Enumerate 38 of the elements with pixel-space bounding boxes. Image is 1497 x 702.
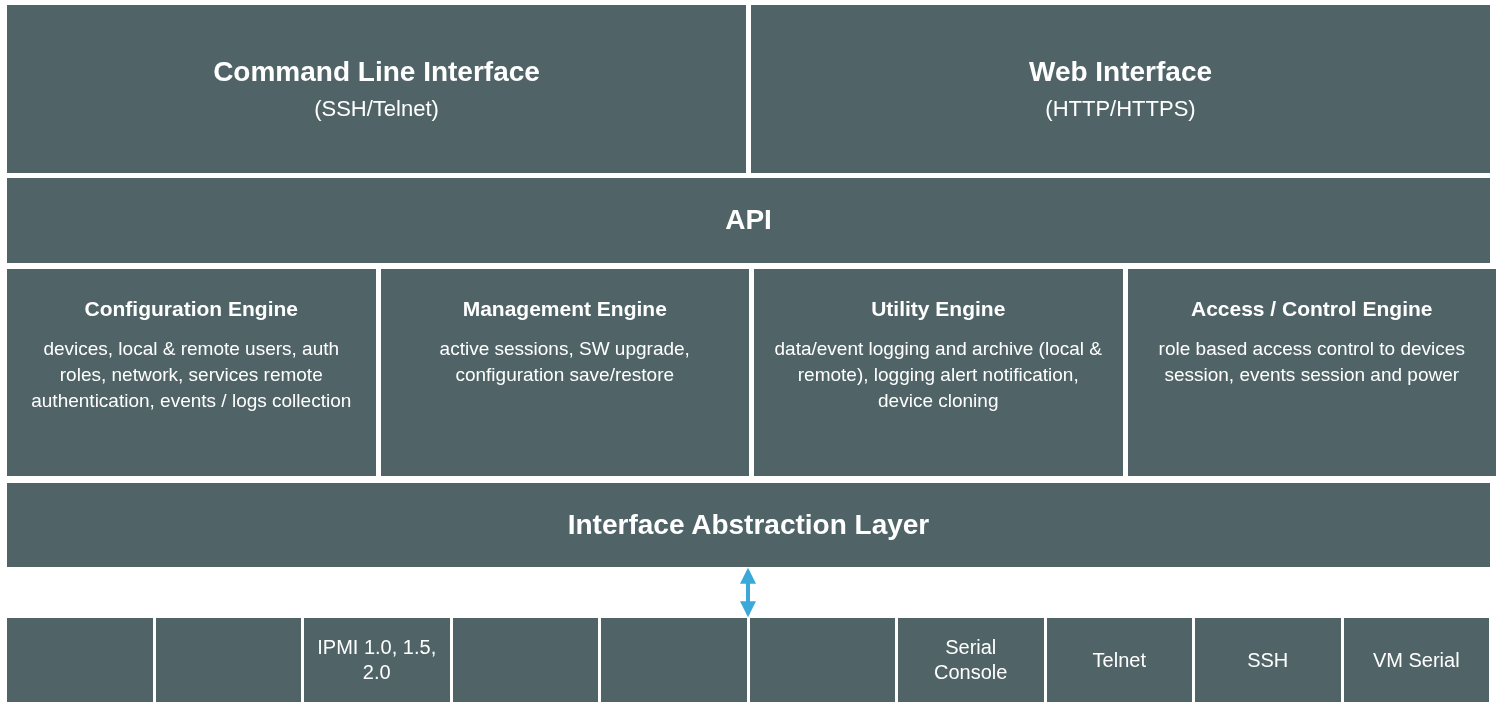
- box-title: Interface Abstraction Layer: [567, 507, 930, 542]
- protocol-box: [304, 618, 450, 702]
- layer-box: [7, 483, 1490, 567]
- box-description: active sessions, SW upgrade, configuration save/restore: [438, 337, 691, 388]
- engine-box: [7, 269, 376, 476]
- box-title: IPMI 1.0, 1.5, 2.0: [316, 635, 438, 685]
- box-title: Web Interface: [1028, 54, 1213, 89]
- layer-box: [7, 178, 1490, 263]
- interface-box: [751, 5, 1490, 173]
- protocol-box: [1343, 618, 1489, 702]
- box-title: API: [725, 203, 772, 238]
- box-description: role based access control to devices session, events session and power: [1157, 337, 1466, 388]
- box-title: Serial Console: [933, 635, 1009, 685]
- box-title: Utility Engine: [871, 296, 1006, 322]
- protocol-box: [1195, 618, 1341, 702]
- box-description: (SSH/Telnet): [314, 95, 439, 124]
- protocol-box: [452, 618, 598, 702]
- box-title: Configuration Engine: [84, 296, 298, 322]
- box-title: VM Serial: [1372, 647, 1460, 673]
- protocol-box: [1046, 618, 1192, 702]
- box-title: Management Engine: [462, 296, 667, 322]
- protocol-box: [601, 618, 747, 702]
- protocol-box: [898, 618, 1044, 702]
- engine-box: [380, 269, 749, 476]
- double-arrow: [740, 567, 756, 618]
- box-title: Access / Control Engine: [1190, 296, 1433, 322]
- engine-box: [1127, 269, 1496, 476]
- protocol-box: [7, 618, 153, 702]
- box-title: Command Line Interface: [213, 54, 540, 89]
- box-title: SSH: [1247, 647, 1289, 673]
- box-title: Telnet: [1092, 647, 1146, 673]
- protocol-box: [749, 618, 895, 702]
- box-description: data/event logging and archive (local & remote), logging alert notification, device cloning: [773, 337, 1103, 413]
- box-description: devices, local & remote users, auth roles, network, services remote authentication, events / logs collection: [30, 337, 353, 413]
- protocol-box: [155, 618, 301, 702]
- box-description: (HTTP/HTTPS): [1045, 95, 1196, 124]
- interface-box: [7, 5, 746, 173]
- engine-box: [754, 269, 1123, 476]
